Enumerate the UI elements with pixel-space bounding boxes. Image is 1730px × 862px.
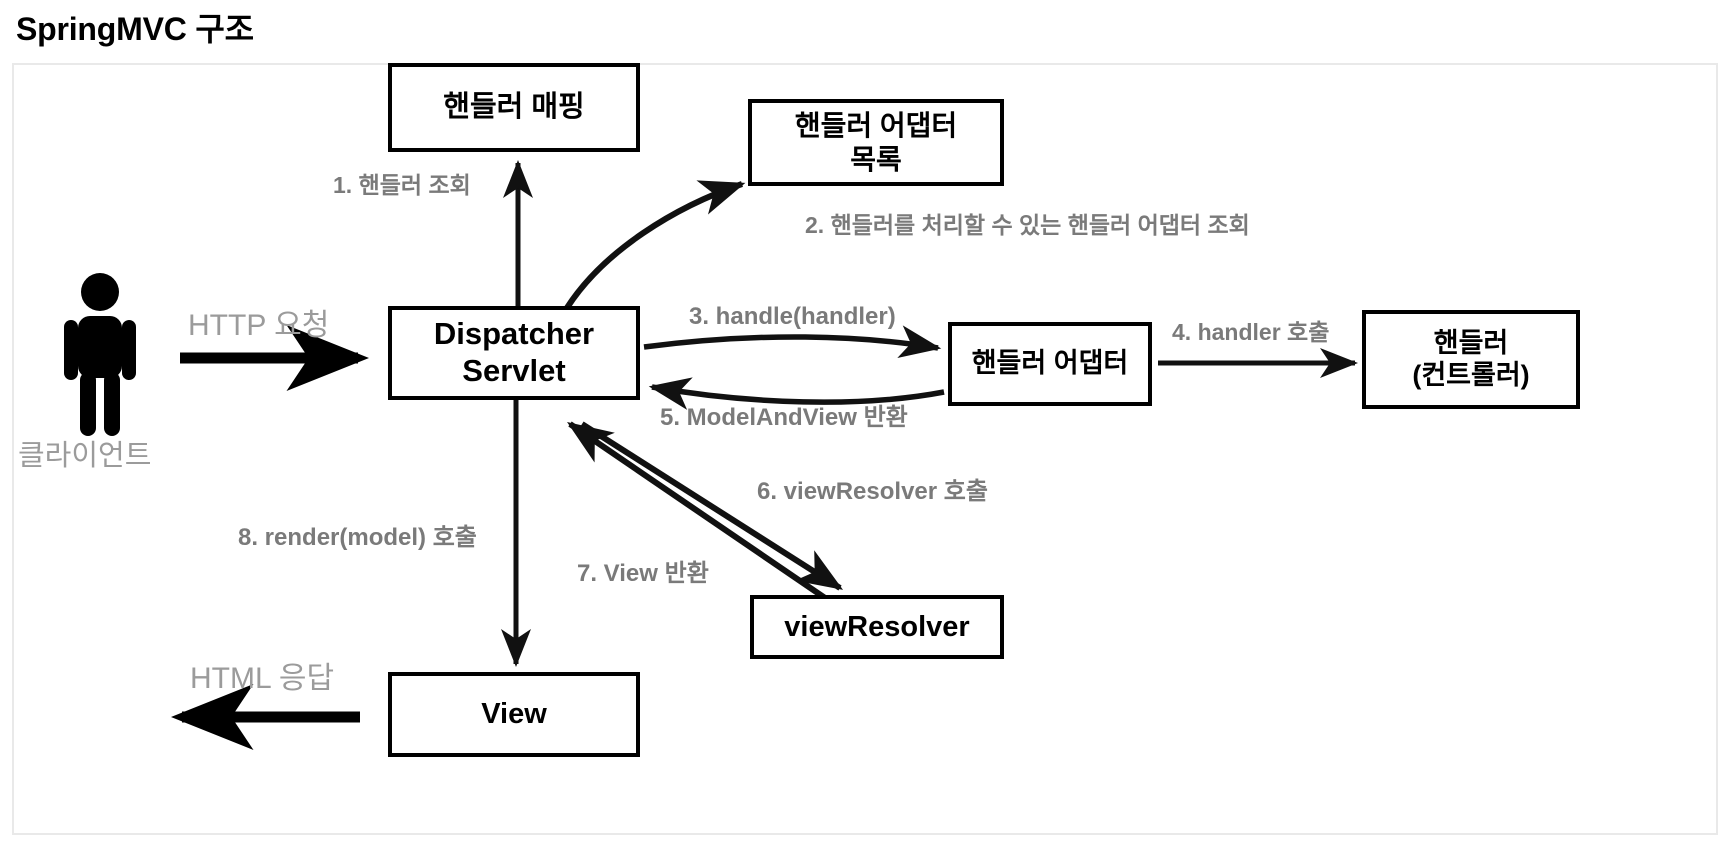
node-handler-adapter-list[interactable]: 핸들러 어댑터 목록 (748, 99, 1004, 186)
node-handler-adapter-list-label: 핸들러 어댑터 목록 (794, 110, 958, 175)
page-title: SpringMVC 구조 (16, 11, 254, 47)
node-view-resolver-label: viewResolver (784, 610, 970, 643)
node-handler-mapping-label: 핸들러 매핑 (443, 91, 585, 124)
label-step8: 8. render(model) 호출 (238, 524, 477, 551)
label-step5: 5. ModelAndView 반환 (660, 404, 908, 431)
node-view-resolver[interactable]: viewResolver (750, 595, 1004, 659)
node-handler-controller[interactable]: 핸들러 (컨트롤러) (1362, 310, 1580, 409)
label-step1: 1. 핸들러 조회 (333, 172, 471, 198)
person-icon (64, 273, 136, 436)
node-view-label: View (481, 698, 547, 731)
label-http-request: HTTP 요청 (188, 309, 330, 342)
node-handler-adapter-label: 핸들러 어댑터 (971, 348, 1129, 379)
node-dispatcher-servlet-label: Dispatcher Servlet (433, 316, 595, 388)
node-handler-adapter[interactable]: 핸들러 어댑터 (948, 322, 1152, 406)
client-actor (60, 272, 140, 437)
label-step6: 6. viewResolver 호출 (757, 478, 988, 505)
label-step4: 4. handler 호출 (1172, 319, 1330, 345)
client-label: 클라이언트 (18, 440, 152, 472)
node-dispatcher-servlet[interactable]: Dispatcher Servlet (388, 306, 640, 400)
node-view[interactable]: View (388, 672, 640, 757)
node-handler-mapping[interactable]: 핸들러 매핑 (388, 63, 640, 152)
diagram-frame (12, 63, 1718, 835)
label-step7: 7. View 반환 (577, 560, 709, 587)
label-http-response: HTML 응답 (190, 662, 335, 695)
label-step2: 2. 핸들러를 처리할 수 있는 핸들러 어댑터 조회 (805, 212, 1250, 238)
label-step3: 3. handle(handler) (689, 303, 896, 330)
node-handler-controller-label: 핸들러 (컨트롤러) (1412, 327, 1530, 390)
